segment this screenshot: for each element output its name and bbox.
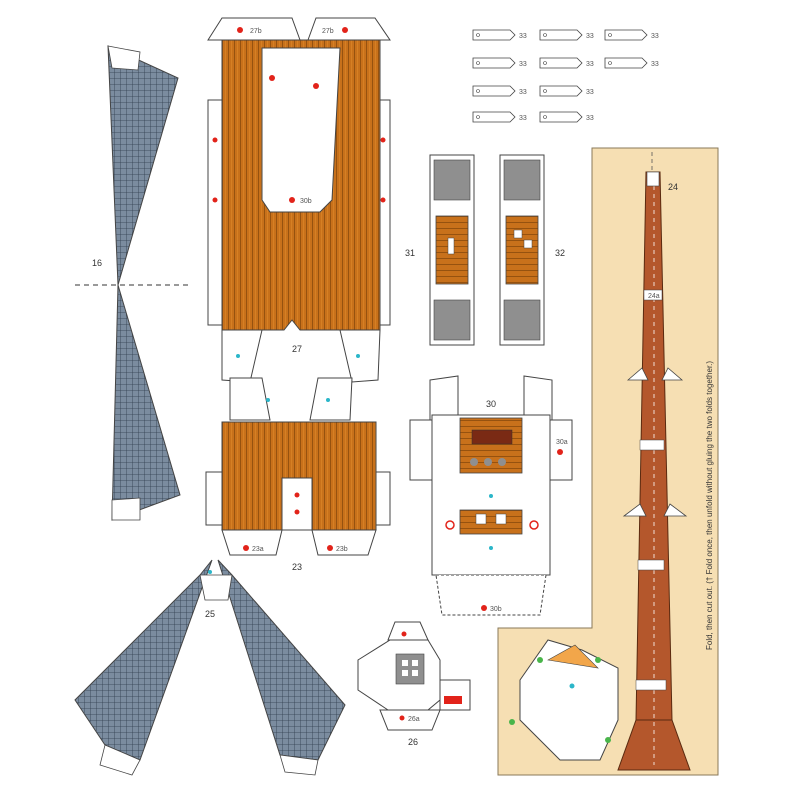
part-33-tags: 33 33 33 33 33 33 33 (472, 29, 659, 123)
part-25-number: 25 (205, 609, 215, 619)
part-31-number: 31 (405, 248, 415, 258)
tab-27b-left: 27b (250, 28, 262, 35)
tag-33-r1c3: 33 (604, 29, 659, 41)
svg-text:33: 33 (519, 61, 527, 68)
part-30-cabin: 30a 30b 30 (409, 375, 573, 616)
svg-text:33: 33 (519, 115, 527, 122)
tag-33-r1c1: 33 (472, 29, 527, 41)
svg-text:33: 33 (586, 61, 594, 68)
tab-27b-right: 27b (322, 28, 334, 35)
part-25-sail: 25 (74, 559, 346, 776)
tag-33-r4c2: 33 (539, 111, 594, 123)
tag-33-r1c2: 33 (539, 29, 594, 41)
part-32-hull-piece: 32 (499, 154, 565, 346)
tab-23b: 23b (336, 546, 348, 553)
part-24-mast-panel: 24a 24 Fold, then cut out. († Fold once,… (497, 147, 719, 776)
tag-33-r3c2: 33 (539, 85, 594, 97)
part-16-sail: 16 (75, 45, 190, 521)
svg-text:33: 33 (519, 89, 527, 96)
tag-33-r2c3: 33 (604, 57, 659, 69)
tab-26a: 26a (408, 716, 420, 723)
part-27-deck: 27b 27b 30b 27 (207, 17, 391, 383)
tab-30a: 30a (556, 439, 568, 446)
fold-instruction: Fold, then cut out. († Fold once, then u… (705, 361, 714, 650)
svg-text:33: 33 (651, 61, 659, 68)
part-30-number: 30 (486, 399, 496, 409)
part-32-number: 32 (555, 248, 565, 258)
mast-label-24a: 24a (648, 293, 660, 300)
tab-23a: 23a (252, 546, 264, 553)
svg-text:33: 33 (586, 115, 594, 122)
svg-text:33: 33 (586, 89, 594, 96)
part-26-number: 26 (408, 737, 418, 747)
svg-text:33: 33 (519, 33, 527, 40)
svg-text:33: 33 (586, 33, 594, 40)
part-24-number: 24 (668, 182, 678, 192)
tag-33-r3c1: 33 (472, 85, 527, 97)
part-27-number: 27 (292, 344, 302, 354)
part-26-deckhouse: 26a 26 (357, 621, 471, 747)
tab-30b: 30b (490, 606, 502, 613)
part-23-number: 23 (292, 562, 302, 572)
tab-30b-deck: 30b (300, 198, 312, 205)
part-23-deck: 23a 23b 23 (205, 377, 391, 572)
svg-text:33: 33 (651, 33, 659, 40)
tag-33-r2c2: 33 (539, 57, 594, 69)
tag-33-r2c1: 33 (472, 57, 527, 69)
tag-33-r4c1: 33 (472, 111, 527, 123)
part-16-number: 16 (92, 258, 102, 268)
part-31-hull-piece: 31 (405, 154, 475, 346)
